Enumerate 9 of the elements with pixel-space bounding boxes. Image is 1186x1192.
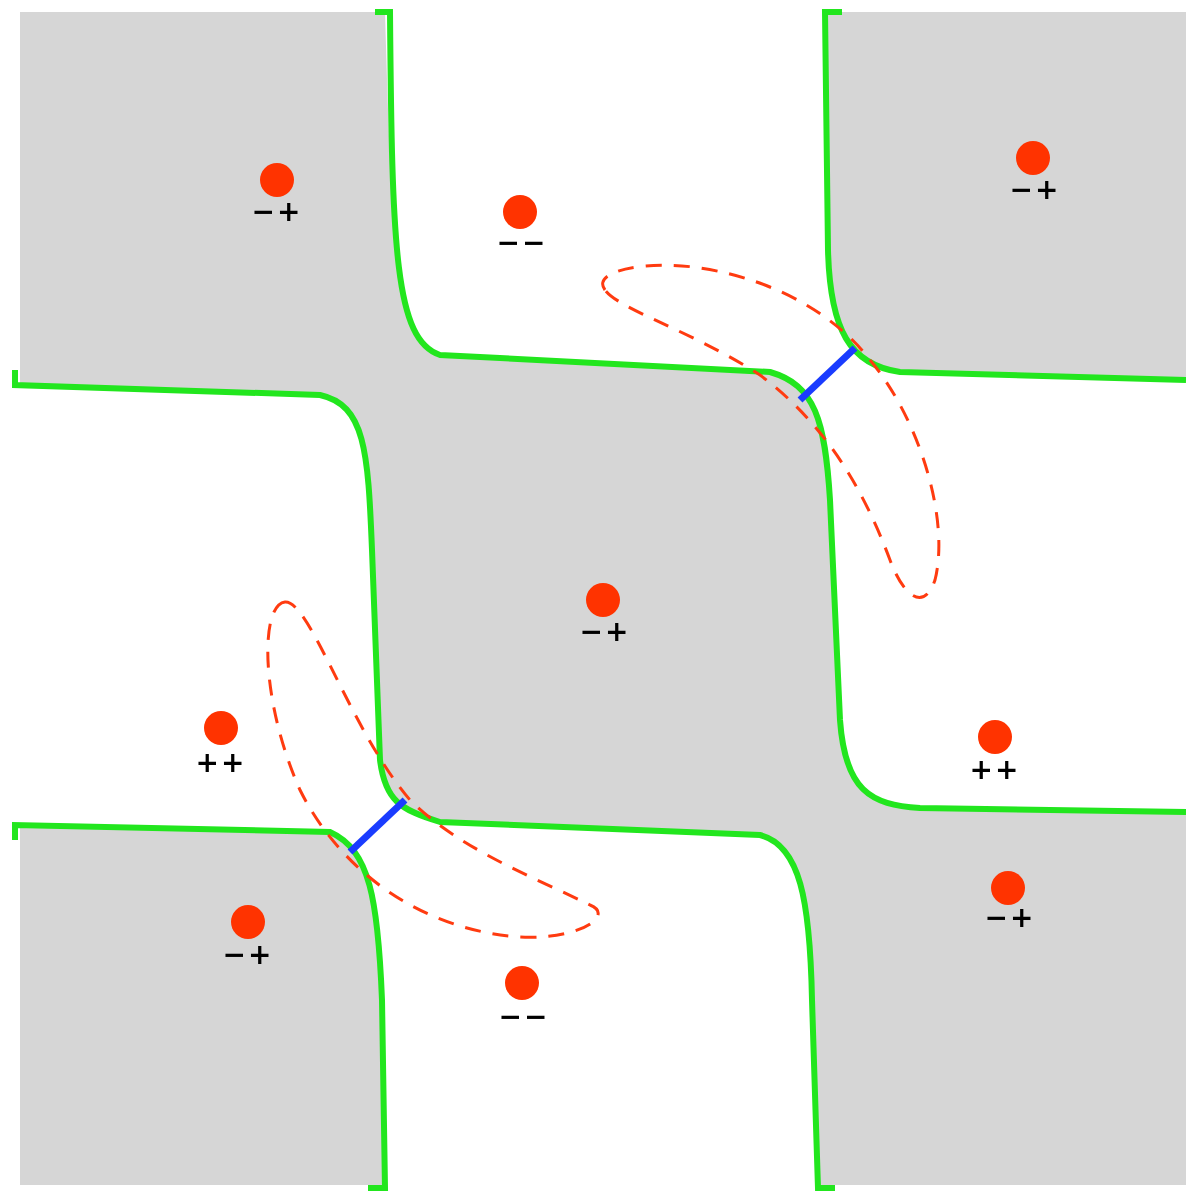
sign-label: −+ [222, 941, 274, 969]
sign-label: −+ [579, 618, 631, 646]
sign-label: ++ [195, 749, 247, 777]
sign-label: −− [498, 1003, 550, 1031]
sign-label: −+ [251, 198, 303, 226]
sign-label: −− [496, 229, 548, 257]
sign-label: ++ [969, 756, 1021, 784]
sign-label: −+ [1009, 176, 1061, 204]
sign-label: −+ [984, 904, 1036, 932]
